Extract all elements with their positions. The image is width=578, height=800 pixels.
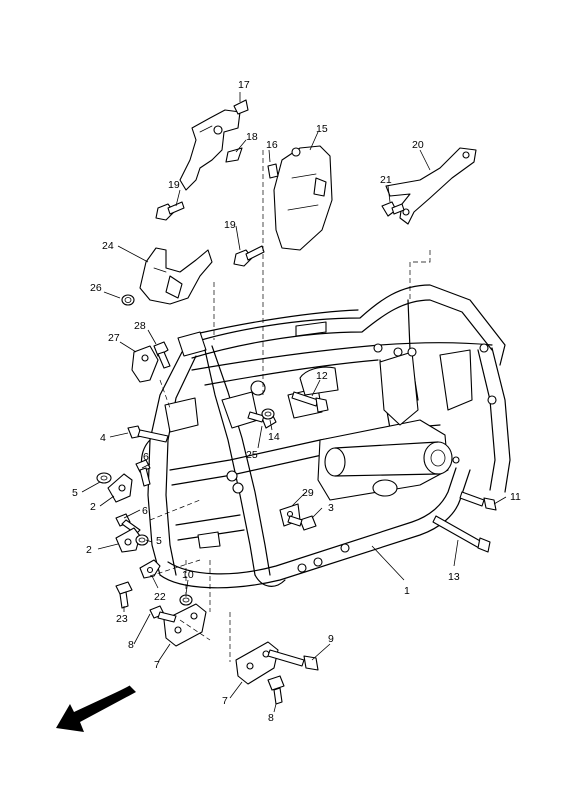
callout-29: 29	[302, 487, 314, 499]
callout-17: 17	[238, 79, 250, 91]
part-27-bracket	[131, 345, 159, 383]
callout-6-lower: 6	[142, 505, 148, 517]
callout-28: 28	[134, 320, 146, 332]
part-20-bracket	[385, 147, 477, 225]
callout-4: 4	[100, 432, 106, 444]
part-14-washer	[261, 408, 275, 420]
assembly-dashed-lines	[149, 150, 431, 662]
callout-3: 3	[328, 502, 334, 514]
part-28-bolt	[153, 341, 171, 369]
callout-7-lower: 7	[222, 695, 228, 707]
part-18-clip	[225, 147, 243, 163]
part-11-bolt	[459, 491, 497, 511]
part-9-bolt	[267, 649, 319, 671]
callout-2-lower: 2	[86, 544, 92, 556]
part-23-bolt	[115, 581, 133, 609]
part-6-bolt-upper	[135, 459, 151, 487]
callout-26: 26	[90, 282, 102, 294]
callout-8-upper: 8	[128, 639, 134, 651]
part-21-bolt	[381, 201, 405, 217]
part-8-bolt-lower	[267, 675, 285, 705]
part-19-bolt-upper	[155, 201, 185, 221]
part-19-bolt-lower	[233, 245, 265, 267]
part-5-washer-upper	[96, 472, 112, 484]
part-22-clamp	[139, 559, 161, 579]
callout-21: 21	[380, 174, 392, 186]
callout-5-upper: 5	[72, 487, 78, 499]
part-4-bolt	[127, 425, 169, 443]
callout-12: 12	[316, 370, 328, 382]
callout-27: 27	[108, 332, 120, 344]
main-frame	[140, 284, 511, 589]
callout-14: 14	[268, 431, 280, 443]
callout-25: 25	[246, 449, 258, 461]
leader-lines	[81, 92, 507, 713]
callout-6-upper: 6	[143, 451, 149, 463]
callout-13: 13	[448, 571, 460, 583]
part-7-plate-lower	[235, 641, 279, 685]
callout-7-upper: 7	[154, 659, 160, 671]
part-5-washer-lower	[135, 534, 149, 546]
part-24-bracket	[139, 247, 213, 305]
part-2-bracket-upper	[107, 473, 133, 503]
callout-2-upper: 2	[90, 501, 96, 513]
callout-20: 20	[412, 139, 424, 151]
part-12-bolt	[291, 391, 329, 413]
callout-8-lower: 8	[268, 712, 274, 724]
callout-19-upper: 19	[168, 179, 180, 191]
callout-19-lower: 19	[224, 219, 236, 231]
part-16-clip	[267, 163, 279, 179]
part-8-bolt-upper	[149, 605, 177, 623]
callout-9: 9	[328, 633, 334, 645]
part-3-bolt	[287, 515, 317, 531]
callout-18: 18	[246, 131, 258, 143]
part-13-bolt	[432, 515, 491, 553]
callout-labels: 17 18 16 15 19 20 21 19 24 26 28 27 12 4…	[72, 79, 521, 724]
front-direction-arrow-icon	[56, 685, 136, 732]
callout-24: 24	[102, 240, 114, 252]
callout-15: 15	[316, 123, 328, 135]
callout-5-lower: 5	[156, 535, 162, 547]
callout-22: 22	[154, 591, 166, 603]
callout-23: 23	[116, 613, 128, 625]
callout-16: 16	[266, 139, 278, 151]
part-15-cover	[273, 145, 333, 251]
callout-10: 10	[182, 569, 194, 581]
part-17-bracket	[179, 99, 249, 191]
part-26-nut	[121, 294, 135, 306]
part-7-plate-upper	[163, 603, 207, 647]
callout-11: 11	[510, 491, 521, 503]
callout-1: 1	[404, 585, 410, 597]
